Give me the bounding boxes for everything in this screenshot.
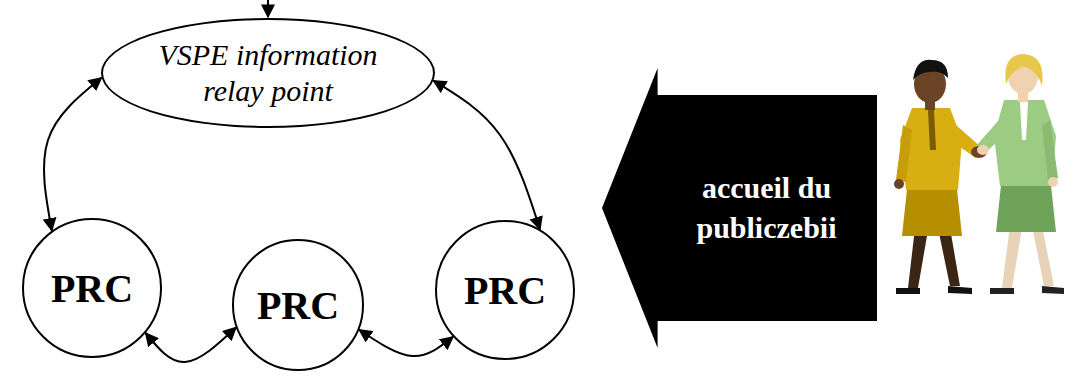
double-arrow xyxy=(146,328,236,362)
relay-ellipse: VSPE information relay point xyxy=(101,18,435,128)
handshake-clipart xyxy=(894,60,982,294)
double-arrow xyxy=(44,78,101,231)
incoming-line xyxy=(267,0,269,17)
node-text: PRC xyxy=(257,282,339,329)
reception-arrow: accueil du publiczebii xyxy=(602,68,877,348)
arrow-shape xyxy=(602,68,877,348)
node-text: PRC xyxy=(464,267,546,314)
prc-circle: PRC xyxy=(232,239,364,371)
prc-circle: PRC xyxy=(435,220,575,360)
double-arrow xyxy=(359,330,453,356)
node-text: PRC xyxy=(51,265,133,312)
prc-circle: PRC xyxy=(22,218,162,358)
double-arrow xyxy=(434,81,540,230)
node-text: accueil du publiczebii xyxy=(667,168,867,249)
node-text: VSPE information relay point xyxy=(148,37,388,109)
handshake-clipart xyxy=(971,54,1064,294)
